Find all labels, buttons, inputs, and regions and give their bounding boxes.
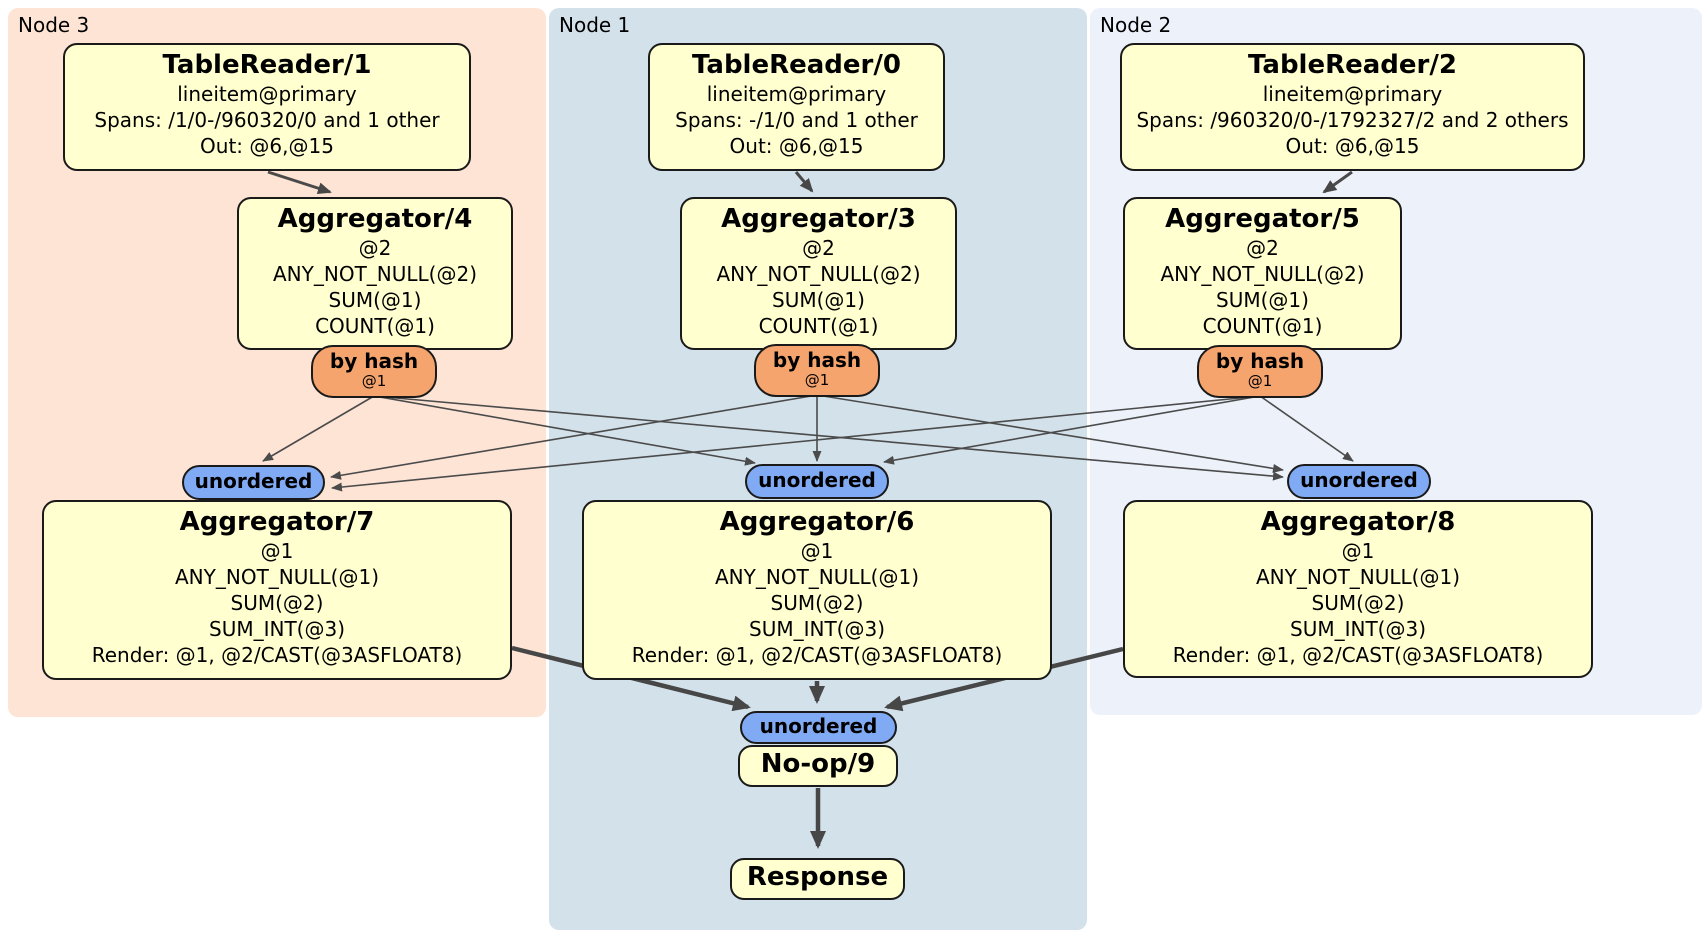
unordered-sync-node3: unordered [182, 465, 325, 500]
stream-hash3-unordered3 [262, 395, 375, 462]
tablereader-0-index: lineitem@primary [706, 82, 887, 106]
aggregator-8-render-expr: Render: @1, @2/CAST(@3ASFLOAT8) [1172, 643, 1544, 667]
aggregator-3-expr-sum: SUM(@1) [772, 288, 865, 312]
hash-router-node3-label: by hash [329, 349, 419, 373]
aggregator-4-group-cols: @2 [358, 236, 392, 260]
aggregator-6-expr-sum-int: SUM_INT(@3) [749, 617, 885, 641]
aggregator-5-expr-any-not-null: ANY_NOT_NULL(@2) [1160, 262, 1365, 286]
region-node1-label: Node 1 [559, 13, 631, 37]
tablereader-0-spans: Spans: -/1/0 and 1 other [675, 108, 918, 132]
hash-router-node2: by hash @1 [1197, 345, 1323, 398]
tablereader-0-box: TableReader/0 lineitem@primary Spans: -/… [648, 43, 945, 171]
aggregator-7-expr-sum-int: SUM_INT(@3) [209, 617, 345, 641]
aggregator-4-expr-sum: SUM(@1) [328, 288, 422, 312]
unordered-sync-node1: unordered [745, 464, 889, 499]
aggregator-4-box: Aggregator/4 @2 ANY_NOT_NULL(@2) SUM(@1)… [237, 197, 513, 350]
aggregator-7-box: Aggregator/7 @1 ANY_NOT_NULL(@1) SUM(@2)… [42, 500, 512, 680]
aggregator-5-title: Aggregator/5 [1165, 204, 1360, 234]
tablereader-1-out: Out: @6,@15 [200, 134, 334, 158]
tablereader-1-box: TableReader/1 lineitem@primary Spans: /1… [63, 43, 471, 171]
tablereader-2-out: Out: @6,@15 [1285, 134, 1420, 158]
aggregator-3-expr-any-not-null: ANY_NOT_NULL(@2) [716, 262, 921, 286]
aggregator-4-expr-any-not-null: ANY_NOT_NULL(@2) [273, 262, 477, 286]
response-title: Response [746, 862, 889, 892]
response-box: Response [730, 858, 905, 900]
aggregator-5-box: Aggregator/5 @2 ANY_NOT_NULL(@2) SUM(@1)… [1123, 197, 1402, 350]
aggregator-8-expr-any-not-null: ANY_NOT_NULL(@1) [1256, 565, 1460, 589]
aggregator-7-expr-sum: SUM(@2) [230, 591, 324, 615]
aggregator-8-expr-sum-int: SUM_INT(@3) [1290, 617, 1426, 641]
aggregator-8-expr-sum: SUM(@2) [1311, 591, 1405, 615]
aggregator-3-expr-count: COUNT(@1) [758, 314, 879, 338]
tablereader-1-title: TableReader/1 [162, 50, 372, 80]
tablereader-0-out: Out: @6,@15 [729, 134, 864, 158]
stream-hash2-unordered2 [1259, 395, 1354, 462]
aggregator-6-group-cols: @1 [800, 539, 834, 563]
aggregator-6-title: Aggregator/6 [719, 507, 915, 537]
aggregator-4-title: Aggregator/4 [277, 204, 473, 234]
unordered-sync-node2: unordered [1287, 464, 1431, 499]
aggregator-8-group-cols: @1 [1341, 539, 1375, 563]
aggregator-8-box: Aggregator/8 @1 ANY_NOT_NULL(@1) SUM(@2)… [1123, 500, 1593, 678]
tablereader-1-index: lineitem@primary [177, 82, 357, 106]
tablereader-2-box: TableReader/2 lineitem@primary Spans: /9… [1120, 43, 1585, 171]
stream-hash2-unordered3 [331, 395, 1261, 492]
aggregator-7-group-cols: @1 [260, 539, 294, 563]
aggregator-7-expr-any-not-null: ANY_NOT_NULL(@1) [175, 565, 379, 589]
hash-router-node1-cols: @1 [804, 371, 830, 389]
unordered-sync-final: unordered [740, 711, 897, 744]
aggregator-6-box: Aggregator/6 @1 ANY_NOT_NULL(@1) SUM(@2)… [582, 500, 1052, 680]
aggregator-8-title: Aggregator/8 [1260, 507, 1456, 537]
stream-hash3-unordered2 [373, 395, 1284, 481]
stream-hash2-unordered1 [883, 395, 1261, 465]
hash-router-node1: by hash @1 [754, 344, 880, 397]
hash-router-node2-cols: @1 [1247, 372, 1273, 390]
region-node3-label: Node 3 [18, 13, 90, 37]
edge-tablereader1-aggregator4 [267, 170, 332, 195]
hash-router-node2-label: by hash [1215, 349, 1305, 373]
aggregator-5-group-cols: @2 [1246, 236, 1279, 260]
aggregator-5-expr-sum: SUM(@1) [1216, 288, 1309, 312]
tablereader-2-index: lineitem@primary [1262, 82, 1443, 106]
aggregator-3-title: Aggregator/3 [721, 204, 916, 234]
stream-hash1-unordered3 [330, 394, 818, 480]
noop-9-box: No-op/9 [738, 745, 898, 787]
aggregator-3-group-cols: @2 [802, 236, 835, 260]
edge-tablereader0-aggregator3 [794, 171, 814, 193]
noop-9-title: No-op/9 [760, 749, 876, 779]
region-node2-label: Node 2 [1100, 13, 1172, 37]
hash-router-node1-label: by hash [772, 348, 862, 372]
aggregator-6-render-expr: Render: @1, @2/CAST(@3ASFLOAT8) [631, 643, 1003, 667]
tablereader-2-title: TableReader/2 [1248, 50, 1457, 80]
edge-tablereader2-aggregator5 [1322, 170, 1353, 194]
stream-hash3-unordered1 [373, 395, 756, 466]
aggregator-3-box: Aggregator/3 @2 ANY_NOT_NULL(@2) SUM(@1)… [680, 197, 957, 350]
aggregator-6-expr-sum: SUM(@2) [770, 591, 864, 615]
aggregator-7-render-expr: Render: @1, @2/CAST(@3ASFLOAT8) [91, 643, 463, 667]
hash-router-node3: by hash @1 [311, 345, 437, 398]
hash-router-node3-cols: @1 [361, 372, 387, 390]
aggregator-6-expr-any-not-null: ANY_NOT_NULL(@1) [715, 565, 919, 589]
tablereader-0-title: TableReader/0 [692, 50, 901, 80]
aggregator-5-expr-count: COUNT(@1) [1202, 314, 1323, 338]
tablereader-1-spans: Spans: /1/0-/960320/0 and 1 other [94, 108, 440, 132]
aggregator-4-expr-count: COUNT(@1) [315, 314, 435, 338]
tablereader-2-spans: Spans: /960320/0-/1792327/2 and 2 others [1136, 108, 1569, 132]
aggregator-7-title: Aggregator/7 [179, 507, 375, 537]
